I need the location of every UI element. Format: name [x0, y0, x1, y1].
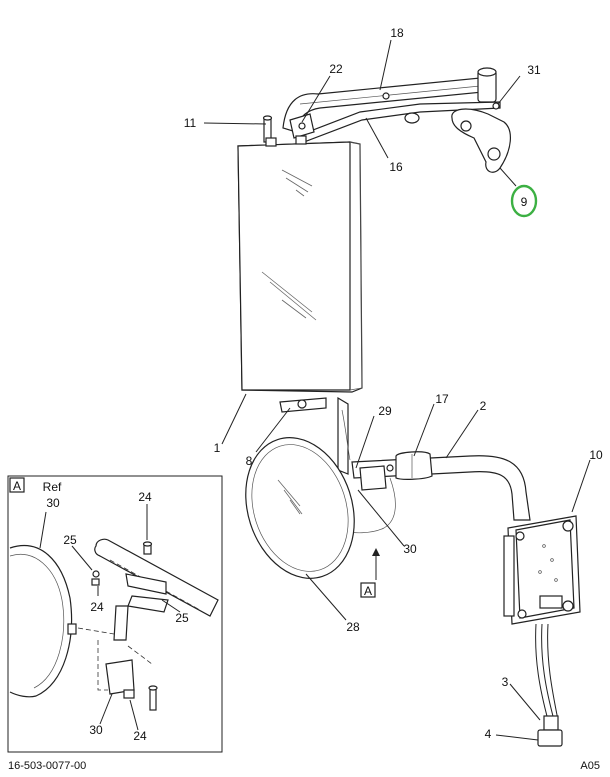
callout-8: 8 [246, 454, 253, 468]
footer-part-number: 16-503-0077-00 [8, 760, 86, 772]
callout-11: 11 [184, 116, 197, 130]
inset-frame [7, 475, 223, 753]
callout-9: 9 [521, 195, 528, 209]
mounting-plate [503, 515, 581, 625]
inset-callout-24-top: 24 [138, 490, 152, 504]
inset-view-a: A Ref 30 [7, 475, 223, 753]
leader-lines [203, 39, 591, 741]
inset-callout-24-mid: 24 [90, 600, 104, 614]
wire-harness [535, 623, 563, 747]
callout-17: 17 [435, 392, 449, 406]
inset-tag: A [13, 479, 21, 493]
callout-16: 16 [389, 160, 403, 174]
view-marker-box [360, 582, 376, 598]
convex-mirror [245, 437, 355, 579]
callout-18: 18 [390, 26, 404, 40]
callout-2: 2 [480, 399, 487, 413]
callouts: 18 22 31 11 16 9 29 17 2 1 8 10 30 28 3 … [184, 26, 603, 741]
lower-arm-assembly [337, 396, 531, 534]
callout-30: 30 [403, 542, 417, 556]
callout-4: 4 [485, 727, 492, 741]
callout-28: 28 [346, 620, 360, 634]
callout-31: 31 [527, 63, 541, 77]
footer-sheet: A05 [580, 760, 600, 772]
inset-tag-box [9, 477, 25, 493]
view-arrow-icon [372, 548, 380, 556]
inset-callout-24-bottom: 24 [133, 729, 147, 743]
main-mirror [237, 135, 363, 413]
callout-29: 29 [378, 404, 392, 418]
inset-callout-30-bottom: 30 [89, 723, 103, 737]
callout-10: 10 [589, 448, 603, 462]
callout-3: 3 [502, 675, 509, 689]
inset-callout-25-right: 25 [175, 611, 189, 625]
callout-1: 1 [214, 441, 221, 455]
inset-ref-label: Ref [43, 480, 62, 494]
upper-arm-assembly [262, 67, 511, 173]
inset-ref-number: 30 [46, 496, 60, 510]
callout-22: 22 [329, 62, 343, 76]
view-marker-label: A [364, 584, 372, 598]
inset-callout-25-left: 25 [63, 533, 77, 547]
highlight-ring [510, 184, 538, 218]
